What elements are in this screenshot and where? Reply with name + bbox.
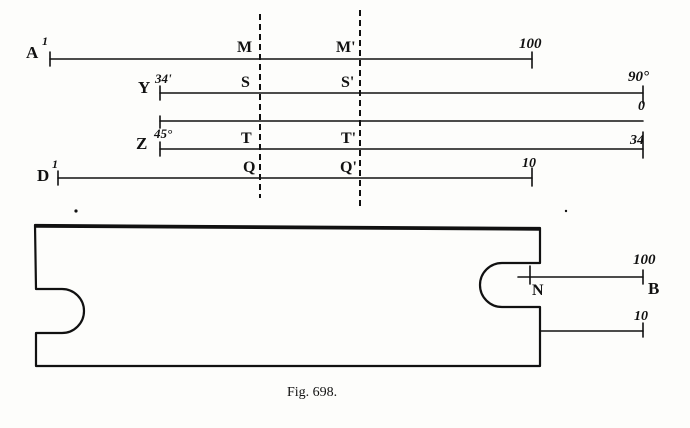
cursor-label-t: T — [241, 130, 252, 147]
slide-rule-body — [33, 223, 542, 368]
scale-y-start-value: 34' — [155, 71, 172, 86]
scale-a-letter: A — [26, 43, 39, 62]
rule-upper-letter-b: B — [648, 279, 660, 298]
cursor-label-q-prime: Q' — [340, 159, 357, 176]
scale-a-end-value: 100 — [519, 36, 542, 52]
cursor-label-q: Q — [243, 159, 256, 176]
scale-d-letter: D — [37, 166, 50, 185]
scale-y-lower-end-value: 0 — [638, 99, 645, 114]
slide-rule-top-edge — [34, 224, 541, 231]
rule-upper-end-value: 100 — [633, 252, 656, 268]
scale-z-letter: Z — [136, 134, 148, 153]
rule-lower-end-value: 10 — [634, 309, 648, 324]
cursor-label-m-prime: M' — [336, 39, 356, 56]
scale-y-letter: Y — [138, 78, 151, 97]
scale-z-end-value: 34 — [630, 133, 644, 148]
scale-y-end-value: 90° — [628, 69, 649, 85]
speck-dot — [74, 209, 78, 213]
scale-d-end-value: 10 — [522, 156, 536, 171]
cursor-label-m: M — [237, 39, 253, 56]
figure-caption: Fig. 698. — [287, 385, 338, 400]
cursor-label-t-prime: T' — [341, 130, 357, 147]
scale-d-start-value: 1 — [52, 157, 58, 171]
index-n-label: N — [532, 282, 544, 299]
scale-a-start-value: 1 — [42, 34, 48, 48]
cursor-label-s-prime: S' — [341, 74, 355, 91]
speck-dot — [564, 209, 568, 213]
cursor-label-s: S — [241, 74, 250, 91]
scale-z-start-value: 45° — [154, 126, 173, 141]
